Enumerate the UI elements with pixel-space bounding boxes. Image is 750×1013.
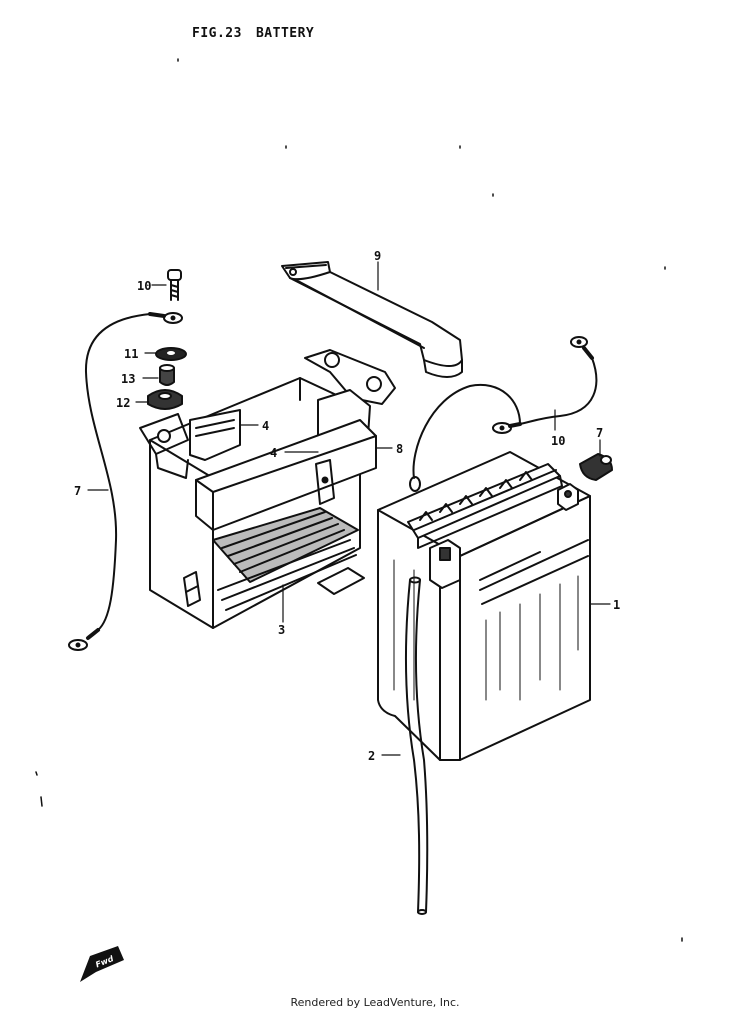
callout-1: 1	[613, 598, 620, 612]
leader-lines	[87, 261, 611, 756]
battery-case-part-3	[139, 349, 396, 629]
callout-5: 9	[374, 249, 381, 263]
callout-4-upper: 4	[262, 419, 269, 433]
footer-credit: Rendered by LeadVenture, Inc.	[290, 996, 460, 1009]
strap-part-5	[281, 261, 463, 378]
battery-cable-part-6	[409, 336, 598, 492]
cushion-part-12	[147, 389, 183, 410]
callout-labels: 10 11 13 12 7 9 4 4 8 3 10 7 1 2	[74, 249, 620, 763]
callout-6: 10	[551, 434, 565, 448]
washer-part-11	[155, 347, 187, 361]
breather-tube-part-2	[404, 576, 429, 915]
callout-11: 11	[124, 347, 138, 361]
figure-number: FIG.23	[192, 26, 242, 41]
ground-cable-part-7	[68, 312, 183, 651]
figure-name: BATTERY	[255, 26, 315, 41]
callout-13: 13	[121, 372, 135, 386]
callout-4-lower: 4	[270, 446, 277, 460]
callout-2: 2	[368, 749, 375, 763]
callout-12: 12	[116, 396, 130, 410]
battery-part-1	[377, 451, 591, 761]
collar-part-13	[159, 364, 175, 386]
bolt-part-10	[167, 269, 182, 301]
callout-7: 7	[74, 484, 81, 498]
forward-arrow-icon: Fwd	[80, 946, 124, 982]
callout-3: 3	[278, 623, 285, 637]
callout-9: 8	[396, 442, 403, 456]
callout-10: 10	[137, 279, 151, 293]
terminal-cap-part-8	[579, 453, 613, 481]
scan-specks	[35, 58, 683, 942]
figure-title: FIG.23 BATTERY	[192, 26, 314, 41]
callout-8: 7	[596, 426, 603, 440]
